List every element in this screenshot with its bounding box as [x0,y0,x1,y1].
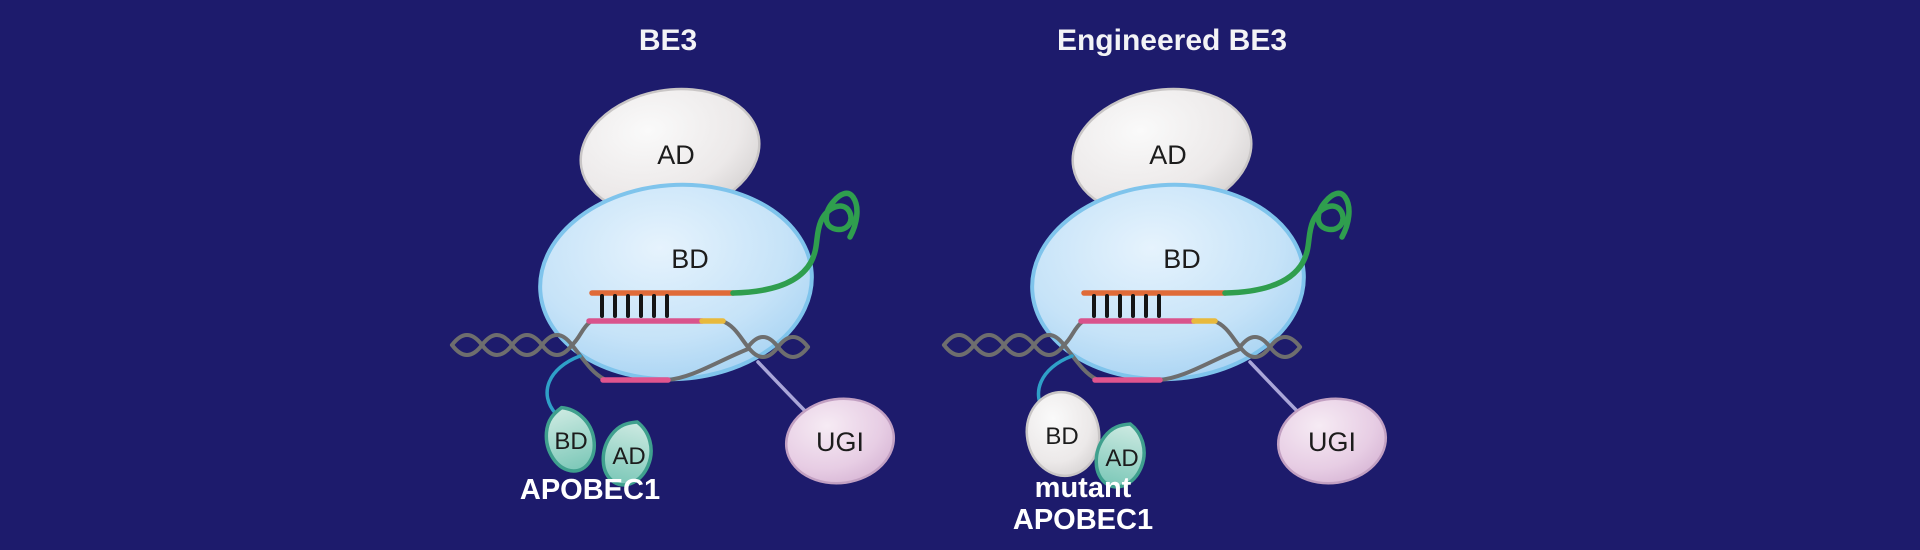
dna-bottom-exit [1157,347,1242,382]
dna-helix [450,319,810,382]
be3-panel: BE3 AD BD BD AD APOBEC1 [450,24,896,506]
ugi-label: UGI [1308,427,1356,457]
apobec1-ad-label: AD [612,443,645,470]
ugi-linker [1248,360,1306,420]
dna-strand [942,333,1066,357]
dna-helix [942,319,1302,382]
apobec1-ad-label: AD [1105,445,1138,472]
apobec1-name: APOBEC1 [520,474,660,506]
ugi-label: UGI [816,427,864,457]
dna-bottom-exit [665,347,750,382]
base-pairing-teeth [1092,294,1161,318]
dna-bottom-branch [1062,343,1098,381]
mutant-apobec1-bd-blob [1025,390,1101,478]
be3-title: BE3 [639,24,697,57]
dna-strand [746,335,810,359]
cas9-ad-label: AD [657,140,695,170]
apobec1-ad-leaf [601,420,653,487]
apobec1-bd-leaf [544,405,597,473]
dna-strand [450,333,574,357]
ugi-linker [756,360,814,420]
engineered-be3-title: Engineered BE3 [1057,24,1287,57]
apobec1-bd-label: BD [1045,423,1078,450]
mutant-apobec1-name-line1: mutant [1035,472,1132,504]
dna-top-branch [570,320,592,347]
cas9-bd-label: BD [671,244,709,274]
apobec1-ad-leaf [1094,422,1146,489]
ugi-blob [1276,397,1388,485]
sgrna-scaffold-loop [1222,190,1352,296]
ugi-blob [784,397,896,485]
engineered-be3-panel: Engineered BE3 AD BD BD AD mutant [942,24,1388,536]
base-pairing-teeth [600,294,669,318]
apobec1-bd-label: BD [554,428,587,455]
cas9-bd-label: BD [1163,244,1201,274]
dna-strand [1238,335,1302,359]
sgrna-scaffold-loop [730,190,860,296]
dna-top-branch [1062,320,1084,347]
mutant-apobec1-name-line2: APOBEC1 [1013,504,1153,536]
cas9-ad-label: AD [1149,140,1187,170]
dna-bottom-branch [570,343,606,381]
